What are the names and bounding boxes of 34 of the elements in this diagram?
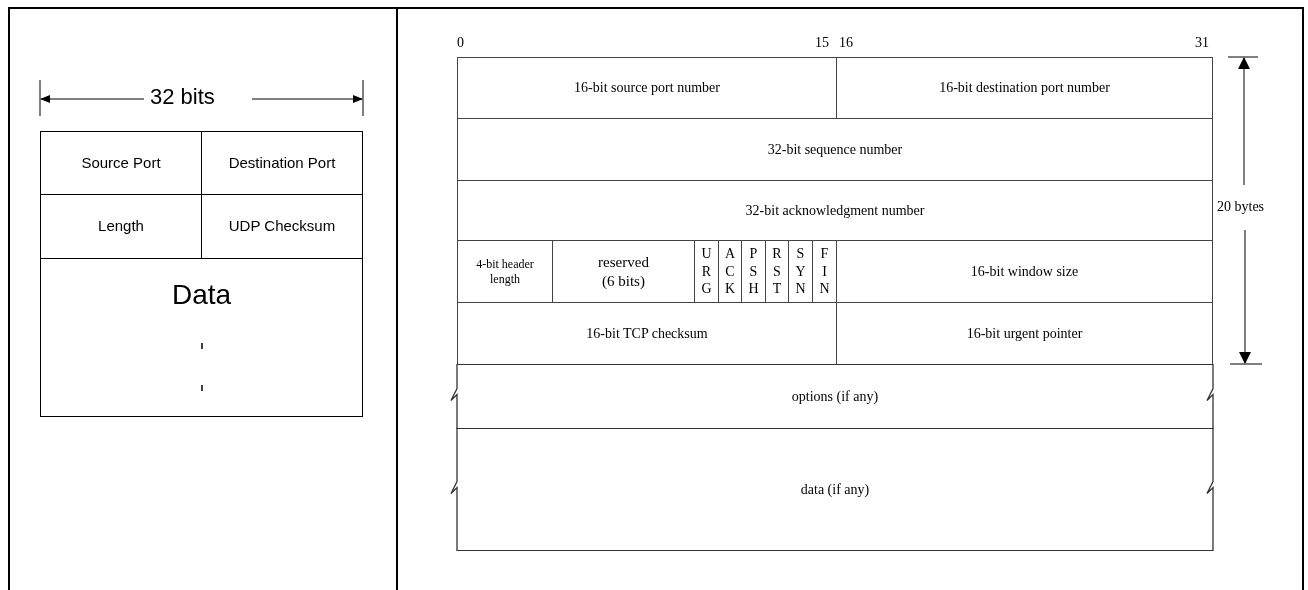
field-label: 16-bit source port number [574,79,720,97]
field-label: SYN [794,245,807,298]
field-label: RST [771,245,783,298]
bit-number: 15 [815,36,829,50]
field-label: FIN [818,245,831,298]
field-label: Data [171,281,232,309]
field-label: 16-bit urgent pointer [966,324,1083,343]
field-label: 4-bit header length [475,256,535,287]
field-label: 16-bit TCP checksum [586,324,708,343]
bit-number: 31 [1195,36,1209,50]
field-cell [40,131,202,195]
dimension-label: 20 bytes [1217,200,1265,214]
bit-number: 16 [839,36,853,50]
field-label: Destination Port [228,152,336,173]
bit-number: 0 [457,36,464,50]
field-label: data (if any) [800,480,870,499]
field-label: ACK [724,245,736,298]
field-label: Source Port [81,152,161,173]
field-label: 16-bit window size [970,262,1079,281]
field-label: Length [98,216,144,237]
field-label: reserved (6 bits) [597,252,650,291]
field-label: UDP Checksum [228,216,336,237]
field-label: 32-bit acknowledgment number [745,201,925,220]
field-cell [457,118,1213,181]
field-cell [836,57,1213,119]
field-label: 16-bit destination port number [939,79,1110,97]
field-label: PSH [747,245,760,298]
data-cell [40,258,363,417]
field-label: options (if any) [791,387,879,406]
field-cell [457,57,837,119]
field-label: 32-bit sequence number [767,140,903,159]
field-label: URG [700,245,713,298]
field-cell [201,131,363,195]
field-cell [457,180,1213,241]
